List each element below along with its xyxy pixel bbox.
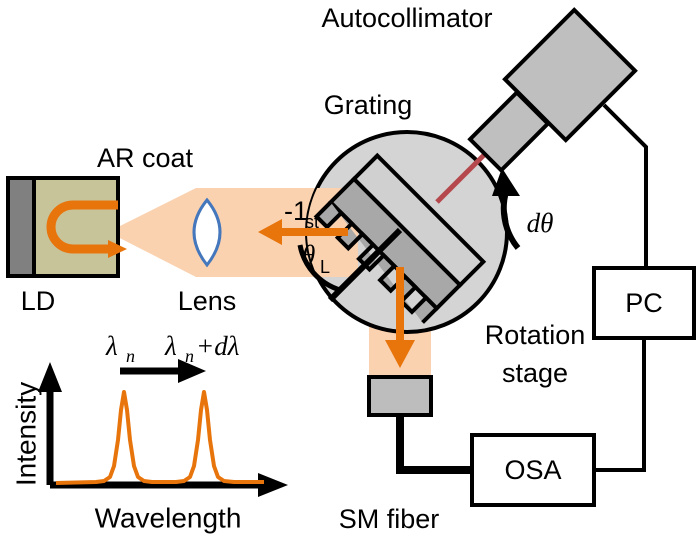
theta-l-symbol: θ — [302, 240, 315, 270]
collimating-lens[interactable] — [192, 197, 222, 268]
d-theta-label: dθ — [527, 208, 554, 238]
ld-hr-facet — [6, 176, 36, 278]
minus-first-order-sub: st — [305, 212, 319, 232]
minus-first-order-label: -1 st — [284, 196, 319, 232]
laser-diode[interactable] — [6, 176, 120, 278]
intracavity-arrowhead — [108, 240, 127, 258]
grating-normal-line — [327, 227, 403, 303]
autocollimator-label: Autocollimator — [321, 3, 492, 33]
theta-l-label: θ L — [302, 240, 330, 277]
rotation-direction-arrowhead — [492, 168, 520, 196]
osa-label: OSA — [504, 455, 561, 485]
theta-l-angle-arc — [297, 244, 341, 293]
inset-peak2-tail: +dλ — [196, 331, 240, 361]
rotation-stage-label-line2: stage — [502, 358, 568, 388]
inset-y-axis-arrowhead — [38, 362, 62, 392]
diverging-beam-cone — [108, 188, 196, 277]
pc-box[interactable]: PC — [592, 266, 696, 340]
ld-label: LD — [21, 286, 56, 316]
cable-pc-to-osa — [594, 338, 646, 472]
inset-peak2-label: λ n +dλ — [164, 331, 240, 366]
cable-autocollimator-to-pc — [602, 103, 648, 269]
intracavity-path — [46, 200, 118, 254]
autocollimator[interactable] — [467, 7, 638, 174]
inset-xlabel: Wavelength — [95, 502, 242, 533]
fiber-coupler[interactable] — [367, 375, 433, 417]
zeroth-order-arrowhead — [385, 340, 415, 368]
theta-l-sub: L — [320, 257, 330, 277]
autocollimator-body — [502, 7, 638, 143]
osa-box[interactable]: OSA — [470, 433, 596, 507]
pc-box-rect — [592, 266, 696, 340]
inset-peak2-sub: n — [185, 346, 194, 366]
lens-label: Lens — [178, 286, 237, 316]
inset-peak2-lambda: λ — [164, 331, 177, 361]
inset-spectrum-curve — [55, 390, 264, 485]
pc-label: PC — [625, 288, 663, 318]
inset-spectrum-plot: Intensity Wavelength λ n λ n +dλ — [10, 331, 288, 533]
inset-x-axis-arrowhead — [258, 473, 288, 497]
sm-fiber-label: SM fiber — [339, 504, 440, 534]
inset-peak1-lambda: λ — [105, 331, 118, 361]
rotation-stage-label-line1: Rotation — [485, 320, 586, 350]
inset-shift-arrowhead — [178, 359, 206, 383]
ar-coat-label: AR coat — [97, 143, 194, 173]
osa-box-rect — [470, 433, 596, 507]
minus-first-order-main: -1 — [284, 196, 308, 226]
grating-label: Grating — [324, 90, 413, 120]
sm-fiber-cable — [396, 415, 472, 474]
inset-ylabel: Intensity — [10, 382, 41, 486]
inset-peak1-label: λ n — [105, 331, 135, 366]
inset-peak1-sub: n — [126, 346, 135, 366]
minus-first-order-arrowhead — [258, 219, 282, 245]
